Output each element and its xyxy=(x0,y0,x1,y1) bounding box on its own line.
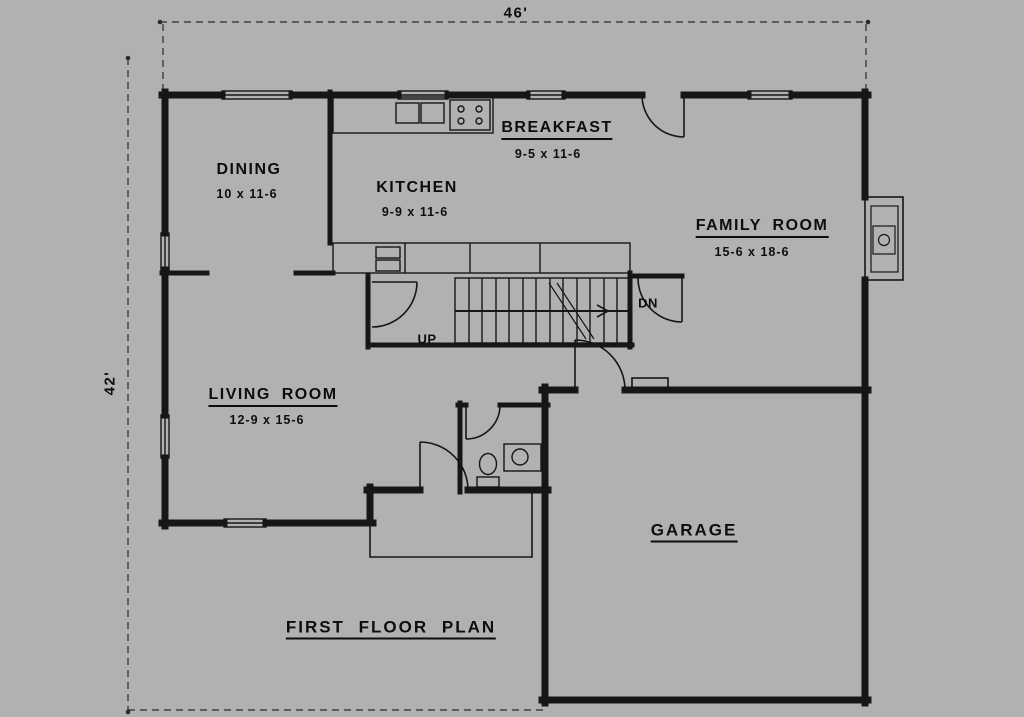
room-label-kitchen: KITCHEN xyxy=(376,179,458,196)
doors xyxy=(371,94,685,491)
dimension-label-height: 42' xyxy=(101,370,119,396)
room-label-living-room: LIVING ROOM xyxy=(208,387,338,407)
room-label-breakfast: BREAKFAST xyxy=(501,120,613,140)
room-size-breakfast: 9-5 x 11-6 xyxy=(514,146,582,161)
dimension-ticks xyxy=(125,19,871,715)
dimension-label-width: 46' xyxy=(503,4,529,22)
windows xyxy=(160,90,793,528)
garage-step xyxy=(631,377,669,391)
fireplace xyxy=(864,196,904,281)
staircase xyxy=(454,277,631,344)
room-label-family-room: FAMILY ROOM xyxy=(695,218,829,238)
plan-title: FIRST FLOOR PLAN xyxy=(285,619,497,640)
dimension-lines xyxy=(127,21,868,712)
room-size-family-room: 15-6 x 18-6 xyxy=(714,244,790,259)
room-label-garage: GARAGE xyxy=(650,522,738,543)
kitchen-fixtures xyxy=(332,96,631,274)
porch-outline xyxy=(369,491,533,558)
room-label-dining: DINING xyxy=(216,161,282,178)
stair-label-down: DN xyxy=(638,295,658,311)
room-size-living-room: 12-9 x 15-6 xyxy=(229,412,305,427)
powder-room-fixtures xyxy=(476,443,542,488)
room-size-kitchen: 9-9 x 11-6 xyxy=(381,204,449,219)
room-size-dining: 10 x 11-6 xyxy=(216,186,278,201)
stair-label-up: UP xyxy=(417,331,437,347)
